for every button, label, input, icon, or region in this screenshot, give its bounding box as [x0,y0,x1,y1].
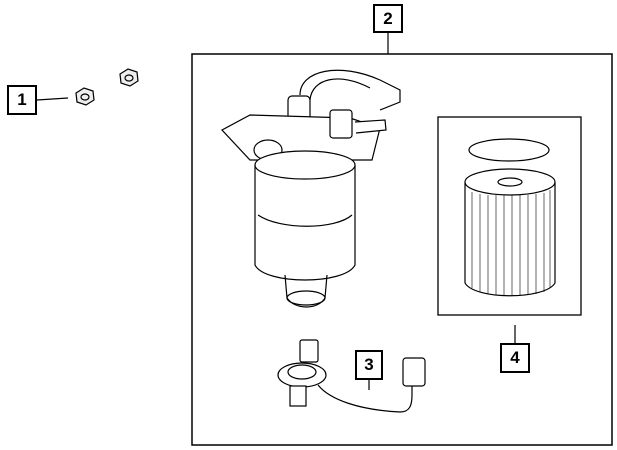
callout-2[interactable]: 2 [373,4,403,33]
sensor-part [277,339,426,413]
assembly-frame [191,53,613,446]
filter-element-frame [437,116,582,316]
nut-part [75,87,95,106]
leader-line-1 [36,97,69,101]
callout-4[interactable]: 4 [500,343,530,373]
nut-part [119,68,139,87]
filter-element-part [464,138,556,297]
callout-3[interactable]: 3 [355,350,383,380]
callout-1[interactable]: 1 [7,85,37,115]
filter-housing-part [221,69,401,308]
